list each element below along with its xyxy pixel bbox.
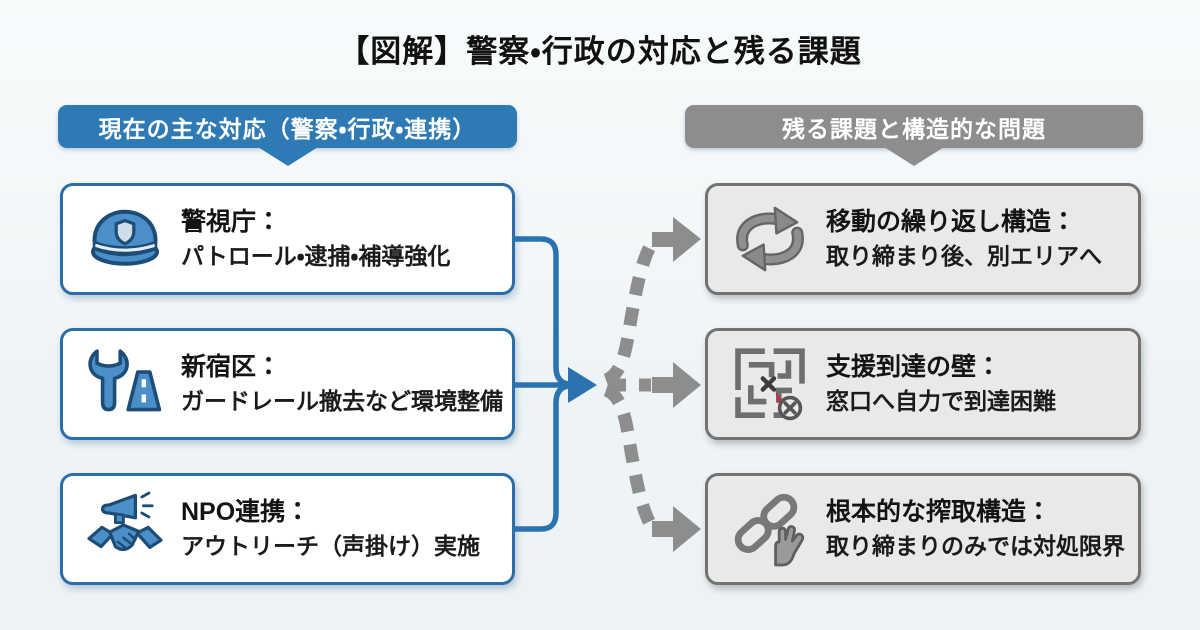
left-column-header-label: 現在の主な対応（警察・行政・連携） <box>98 115 477 142</box>
issue-card-exploitation: 根本的な搾取構造： 取り締まりのみでは対処限界 <box>705 473 1141 585</box>
wrench-road-icon <box>88 349 162 412</box>
header-tail-pointer <box>884 147 944 166</box>
card-text: 支援到達の壁： 窓口へ自力で到達困難 <box>826 349 1056 419</box>
blue-merge-lines <box>513 236 571 532</box>
maze-icon <box>735 348 805 421</box>
right-column-header: 残る課題と構造的な問題 <box>685 105 1143 166</box>
card-desc: アウトリーチ（声掛け）実施 <box>181 533 480 560</box>
response-card-police: 警視庁： パトロール・逮捕・補導強化 <box>60 183 515 295</box>
issue-card-displacement: 移動の繰り返し構造： 取り締まり後、別エリアへ <box>705 183 1141 295</box>
card-text: 新宿区： ガードレール撤去など環境整備 <box>181 349 503 419</box>
card-desc: 取り締まりのみでは対処限界 <box>826 533 1125 560</box>
card-title: 移動の繰り返し構造： <box>826 208 1077 237</box>
left-column-header: 現在の主な対応（警察・行政・連携） <box>58 105 517 166</box>
response-card-npo: NPO連携： アウトリーチ（声掛け）実施 <box>60 473 515 585</box>
chain-hand-icon <box>734 493 805 567</box>
card-text: 移動の繰り返し構造： 取り締まり後、別エリアへ <box>826 204 1102 274</box>
flow-connector <box>513 217 701 552</box>
card-text: 根本的な搾取構造： 取り締まりのみでは対処限界 <box>826 494 1125 564</box>
blue-arrowhead <box>568 367 597 403</box>
card-title: 支援到達の壁： <box>826 353 1002 382</box>
response-card-shinjuku: 新宿区： ガードレール撤去など環境整備 <box>60 328 515 440</box>
card-title: 新宿区： <box>181 353 282 382</box>
page-title: 【図解】警察・行政の対応と残る課題 <box>338 34 862 69</box>
megaphone-handshake-icon <box>87 491 163 551</box>
cycle-arrows-icon <box>736 206 804 272</box>
card-title: 根本的な搾取構造： <box>826 498 1052 527</box>
right-column-header-label: 残る課題と構造的な問題 <box>782 115 1046 142</box>
card-desc: ガードレール撤去など環境整備 <box>181 388 503 415</box>
card-title: 警視庁： <box>181 208 282 237</box>
header-tail-pointer <box>257 147 318 166</box>
card-desc: 取り締まり後、別エリアへ <box>826 243 1102 270</box>
police-cap-icon <box>91 209 159 266</box>
card-title: NPO連携： <box>181 498 311 527</box>
issue-card-access: 支援到達の壁： 窓口へ自力で到達困難 <box>705 328 1141 440</box>
card-text: 警視庁： パトロール・逮捕・補導強化 <box>181 204 450 274</box>
dashed-branch-lines <box>602 237 659 533</box>
card-text: NPO連携： アウトリーチ（声掛け）実施 <box>181 494 480 564</box>
card-desc: 窓口へ自力で到達困難 <box>826 388 1056 415</box>
gray-arrowheads <box>652 217 701 552</box>
card-desc: パトロール・逮捕・補導強化 <box>181 243 451 270</box>
